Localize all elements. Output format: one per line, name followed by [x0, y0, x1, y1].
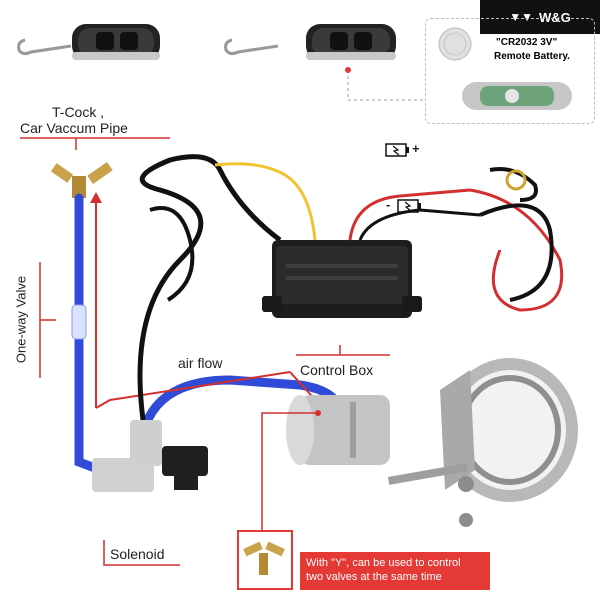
brand-name: W&G: [538, 9, 571, 25]
negative-sign: -: [386, 197, 391, 212]
control-box-label: Control Box: [300, 362, 374, 378]
y-connector-callout: With "Y", can be used to control two val…: [300, 552, 490, 590]
solenoid-label: Solenoid: [110, 546, 165, 562]
y-connector-inset: [237, 530, 293, 590]
oneway-valve-label: One-way Valve: [13, 275, 29, 364]
battery-description: Remote Battery.: [494, 51, 570, 62]
y-connector: [50, 162, 113, 198]
remote-circuit-board: [462, 82, 572, 110]
coin-battery: [438, 27, 472, 61]
brand-logo-icon: ▼▼: [509, 10, 533, 24]
tcock-label-line1: T-Cock ,: [52, 104, 105, 120]
airflow-label: air flow: [178, 355, 223, 371]
battery-negative-icon: [397, 199, 421, 213]
callout-line1: With "Y", can be used to control: [306, 557, 461, 569]
tcock-label-line2: Car Vaccum Pipe: [20, 120, 128, 136]
solenoid-valve: [92, 420, 208, 492]
remote-control-2: [224, 24, 396, 60]
battery-positive-icon: [385, 143, 409, 157]
battery-type: "CR2032 3V": [496, 37, 558, 48]
callout-line2: two valves at the same time: [306, 571, 442, 583]
brand-badge: ▼▼ W&G: [480, 0, 600, 34]
y-connector-small: [243, 541, 285, 575]
exhaust-cutout-valve: [286, 358, 578, 527]
battery-info-box: "CR2032 3V" Remote Battery.: [425, 18, 595, 124]
positive-sign: +: [412, 141, 420, 156]
control-box: [262, 240, 422, 318]
remote-control-1: [17, 24, 160, 60]
